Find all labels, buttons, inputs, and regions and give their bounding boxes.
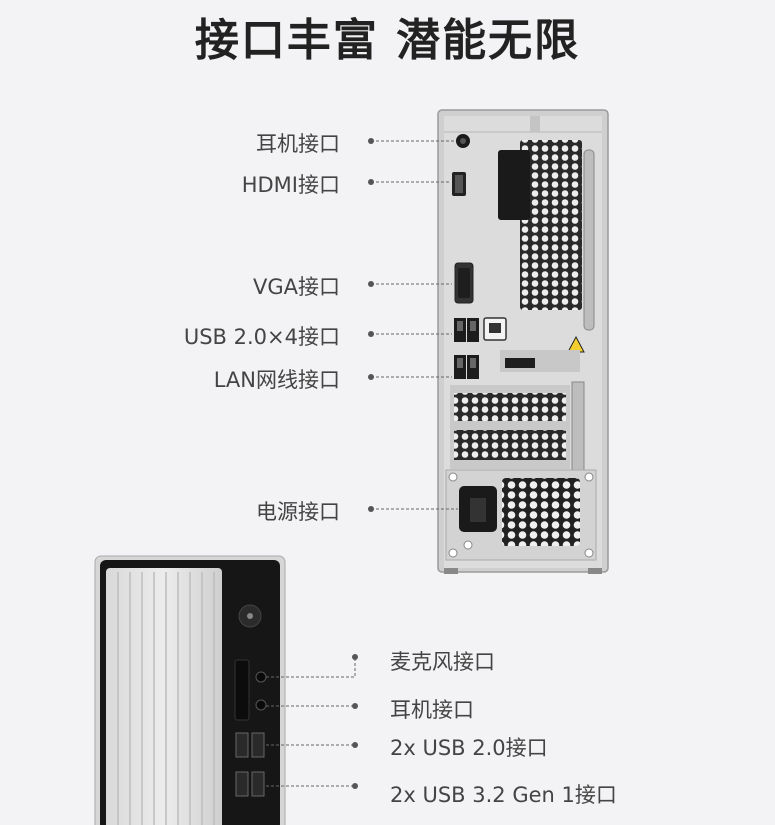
upper-vent <box>520 140 582 310</box>
rear-usb-ports <box>454 318 479 379</box>
page-title: 接口丰富 潜能无限 <box>194 15 581 66</box>
rear-leader-dots <box>368 138 374 512</box>
front-label-mic: 麦克风接口 <box>390 650 495 674</box>
rear-label-power: 电源接口 <box>256 500 340 524</box>
mic-jack <box>255 671 267 683</box>
front-usb-ports <box>235 732 265 797</box>
power-supply <box>445 469 597 561</box>
headphone-jack <box>255 699 267 711</box>
front-label-headphone: 耳机接口 <box>390 698 474 722</box>
front-label-usb32: 2x USB 3.2 Gen 1接口 <box>390 783 617 807</box>
ribbed-front-cover <box>106 568 222 825</box>
front-label-usb2: 2x USB 2.0接口 <box>390 736 548 760</box>
front-leader-dots <box>352 654 358 789</box>
rear-label-hdmi: HDMI接口 <box>241 173 340 197</box>
rear-leader-lines <box>371 140 458 510</box>
rear-panel <box>437 109 609 574</box>
upper-block <box>498 150 530 220</box>
front-panel <box>94 555 286 825</box>
rear-label-lan: LAN网线接口 <box>213 368 340 392</box>
rear-label-usb2: USB 2.0×4接口 <box>183 325 340 349</box>
expansion-slots <box>450 381 585 473</box>
rear-label-vga: VGA接口 <box>252 275 340 299</box>
front-leader-lines <box>266 657 356 787</box>
card-slot <box>234 659 250 721</box>
rear-label-headphone: 耳机接口 <box>256 132 340 156</box>
